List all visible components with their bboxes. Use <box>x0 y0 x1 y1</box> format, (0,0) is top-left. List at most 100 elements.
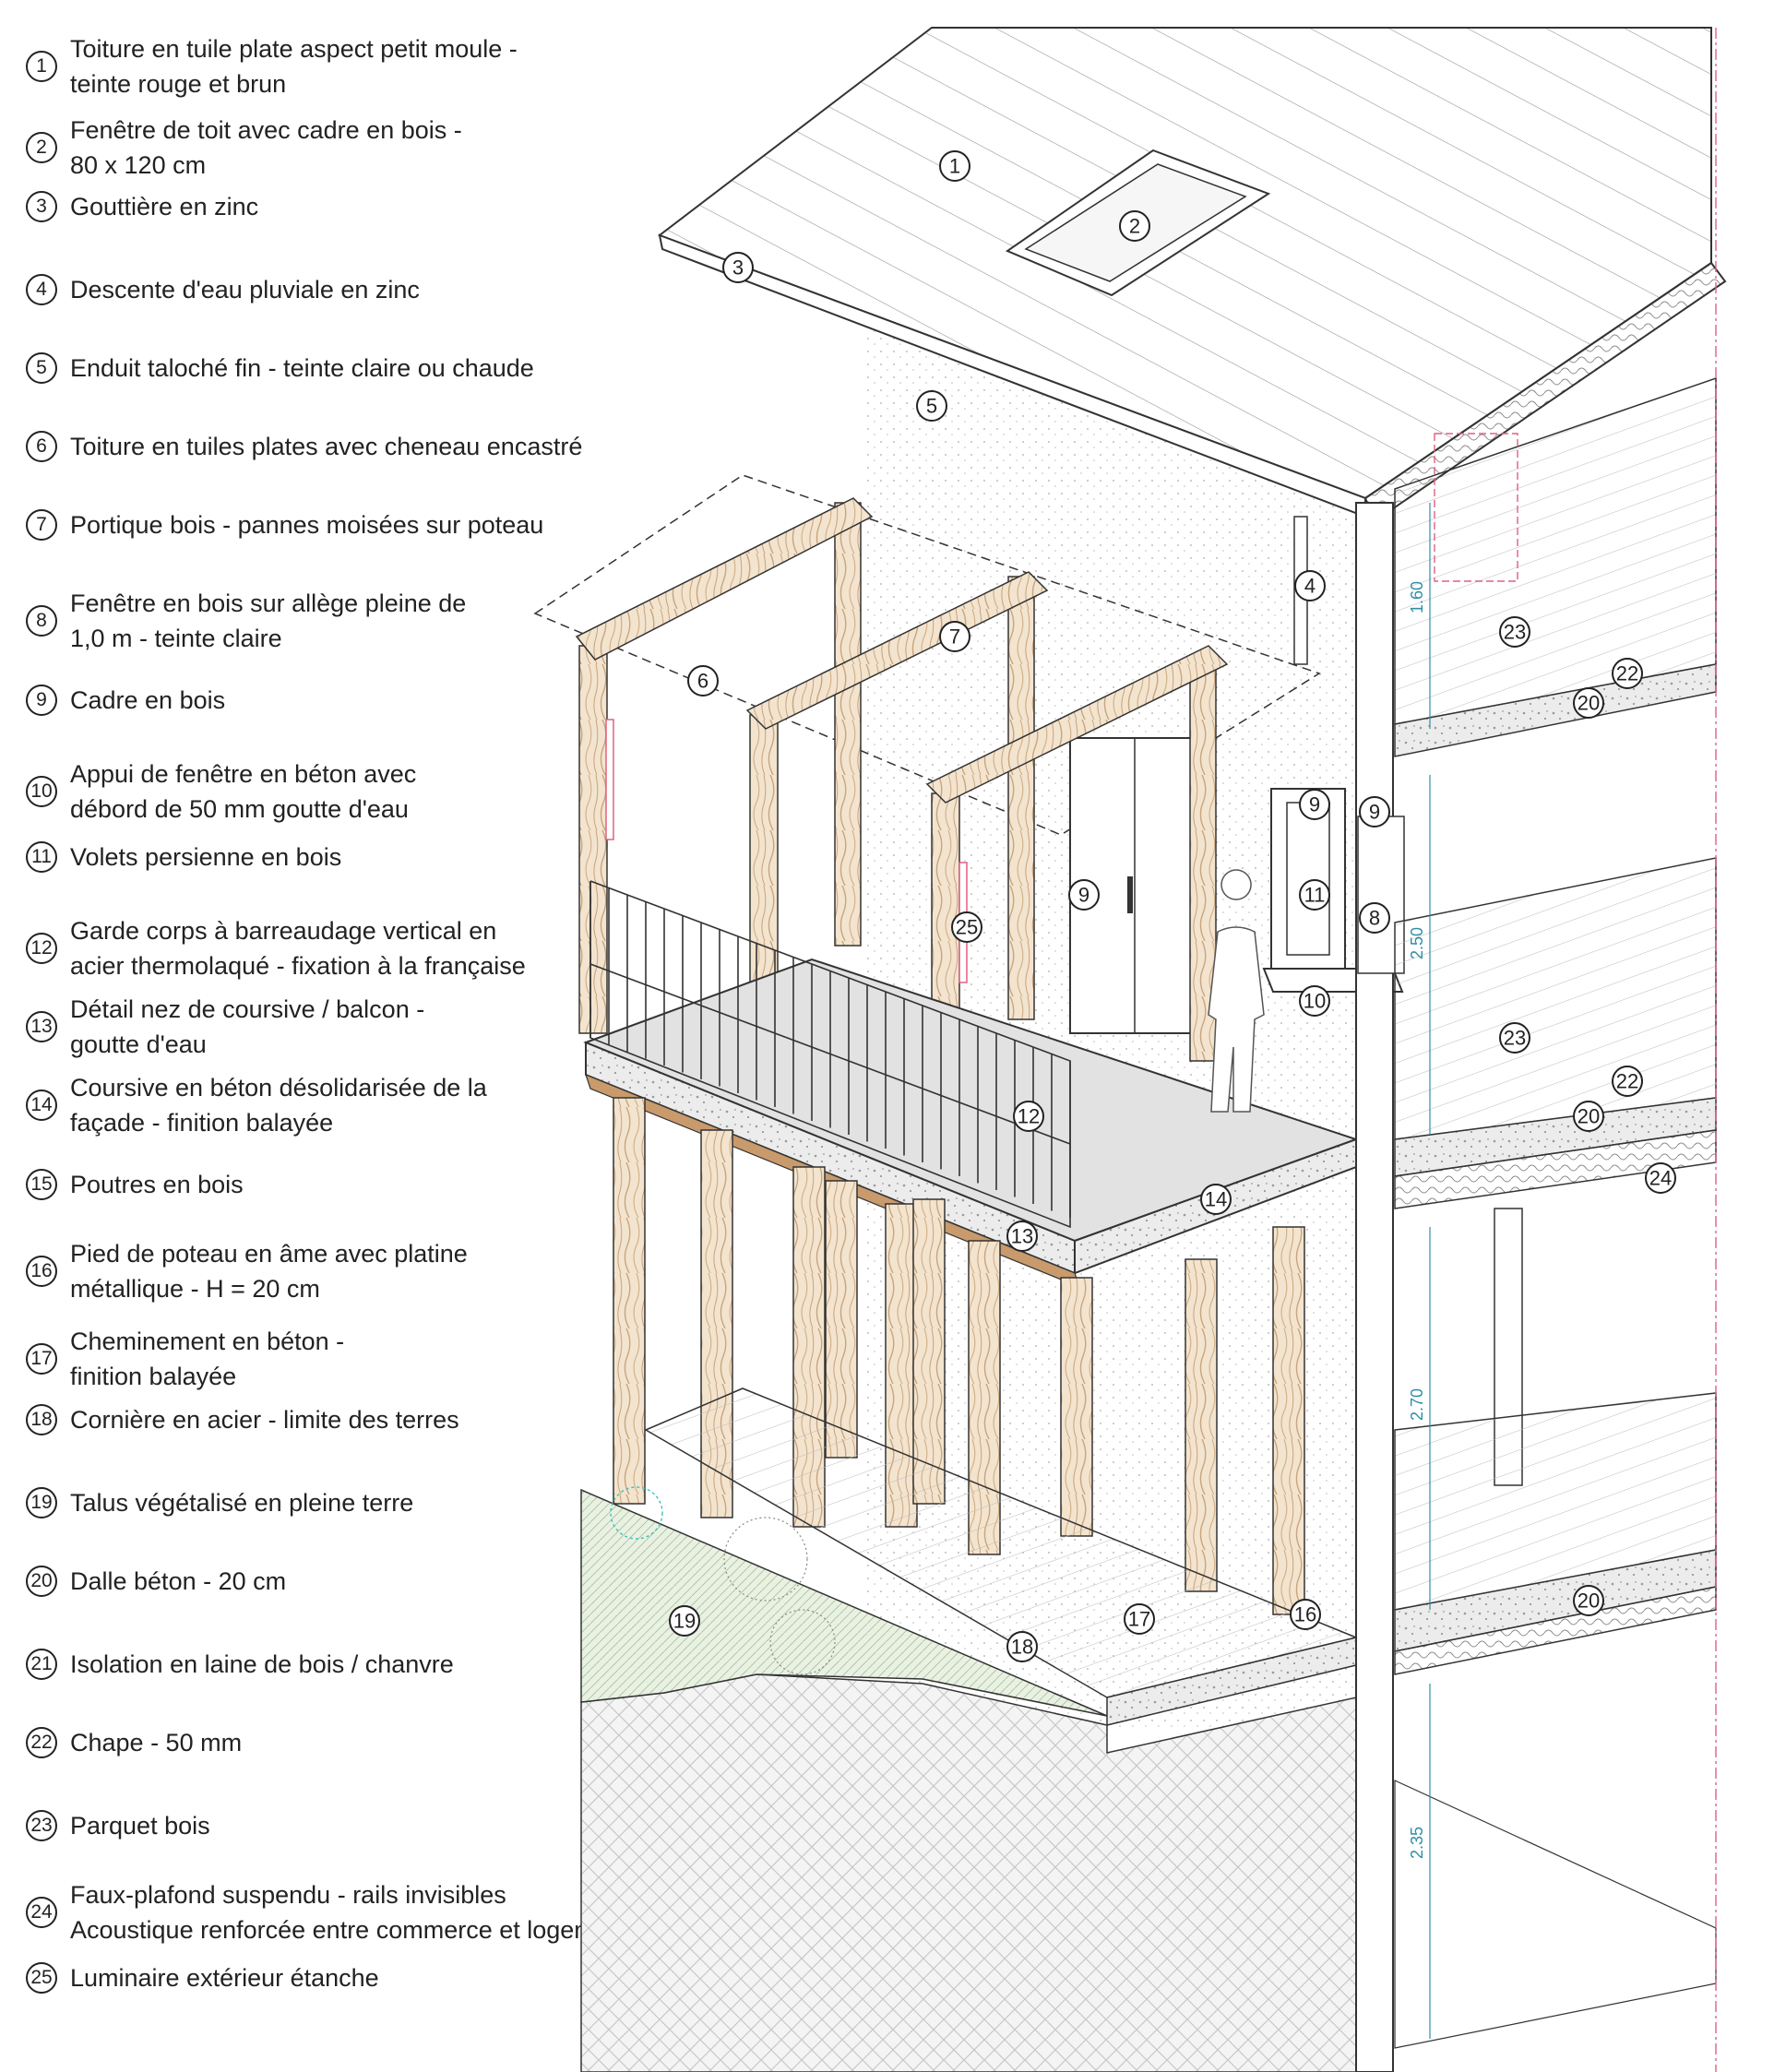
callout-23: 23 <box>1499 1022 1530 1054</box>
railing <box>589 880 1071 1229</box>
legend-number: 9 <box>26 685 57 716</box>
callout-5: 5 <box>916 390 947 422</box>
legend-text: Chape - 50 mm <box>70 1729 243 1756</box>
svg-text:2.70: 2.70 <box>1408 1388 1426 1421</box>
legend-item-14: 14 Coursive en béton désolidarisée de la … <box>26 1070 487 1140</box>
svg-text:2: 2 <box>1129 215 1140 238</box>
legend-text: Toiture en tuile plate aspect petit moul… <box>70 35 518 98</box>
legend-item-13: 13 Détail nez de coursive / balcon - gout… <box>26 992 424 1062</box>
legend-text: Appui de fenêtre en béton avec débord de… <box>70 760 417 823</box>
legend-text: Luminaire extérieur étanche <box>70 1964 379 1992</box>
pergola-roof-outline <box>533 474 1321 836</box>
ground-section <box>580 1673 1357 2072</box>
legend-number: 13 <box>26 1011 57 1042</box>
svg-text:8: 8 <box>1369 907 1380 930</box>
callout-1: 1 <box>939 150 970 182</box>
legend-text: Faux-plafond suspendu - rails invisibles… <box>70 1881 630 1944</box>
legend-number: 2 <box>26 132 57 163</box>
legend-number: 16 <box>26 1256 57 1287</box>
svg-text:20: 20 <box>1578 1105 1600 1128</box>
legend-item-25: 25 Luminaire extérieur étanche <box>26 1960 379 1995</box>
svg-text:25: 25 <box>956 916 978 939</box>
callout-20: 20 <box>1573 687 1604 719</box>
side-window <box>1262 788 1404 993</box>
svg-text:24: 24 <box>1649 1167 1672 1190</box>
callout-20: 20 <box>1573 1101 1604 1132</box>
legend-number: 6 <box>26 431 57 462</box>
legend-text: Enduit taloché fin - teinte claire ou ch… <box>70 354 534 382</box>
dimension-lines: 1.60 2.50 2.70 2.35 <box>1408 503 1431 2039</box>
legend-number: 14 <box>26 1090 57 1121</box>
dimension-2-35: 2.35 <box>1408 1684 1431 2039</box>
svg-text:2.35: 2.35 <box>1408 1827 1426 1859</box>
callout-16: 16 <box>1290 1599 1321 1630</box>
svg-text:7: 7 <box>949 625 960 649</box>
callout-12: 12 <box>1013 1101 1044 1132</box>
svg-text:9: 9 <box>1309 793 1320 816</box>
wood-post <box>1272 1226 1305 1615</box>
legend-number: 10 <box>26 776 57 807</box>
svg-text:20: 20 <box>1578 1590 1600 1613</box>
legend-text: Cheminement en béton - finition balayée <box>70 1328 345 1390</box>
legend-number: 25 <box>26 1962 57 1994</box>
legend-text: Portique bois - pannes moisées sur potea… <box>70 511 544 539</box>
legend-item-6: 6 Toiture en tuiles plates avec cheneau e… <box>26 429 582 464</box>
legend-text: Fenêtre en bois sur allège pleine de 1,0… <box>70 589 467 652</box>
callout-13: 13 <box>1006 1221 1038 1252</box>
svg-text:22: 22 <box>1616 1070 1638 1093</box>
callout-9: 9 <box>1299 789 1330 820</box>
callout-11: 11 <box>1299 879 1330 911</box>
legend-number: 23 <box>26 1810 57 1841</box>
callout-9: 9 <box>1359 796 1390 828</box>
legend-number: 8 <box>26 605 57 637</box>
callout-25: 25 <box>951 911 982 943</box>
callout-4: 4 <box>1294 570 1326 601</box>
callout-18: 18 <box>1006 1631 1038 1662</box>
legend-number: 7 <box>26 509 57 541</box>
legend-text: Poutres en bois <box>70 1171 244 1198</box>
legend-number: 11 <box>26 841 57 873</box>
callout-22: 22 <box>1612 658 1643 689</box>
svg-text:16: 16 <box>1294 1603 1316 1626</box>
callout-19: 19 <box>669 1605 700 1637</box>
svg-text:14: 14 <box>1205 1188 1227 1211</box>
callout-20: 20 <box>1573 1585 1604 1616</box>
svg-text:10: 10 <box>1304 990 1326 1013</box>
legend-text: Talus végétalisé en pleine terre <box>70 1489 414 1517</box>
legend-number: 22 <box>26 1727 57 1758</box>
svg-text:6: 6 <box>697 670 708 693</box>
legend-text: Parquet bois <box>70 1812 210 1840</box>
svg-text:23: 23 <box>1504 621 1526 644</box>
legend-text: Garde corps à barreaudage vertical en ac… <box>70 917 526 980</box>
svg-text:23: 23 <box>1504 1027 1526 1050</box>
legend-item-10: 10 Appui de fenêtre en béton avec débord … <box>26 756 416 827</box>
legend-number: 24 <box>26 1897 57 1928</box>
callout-7: 7 <box>939 621 970 652</box>
legend-text: Détail nez de coursive / balcon - goutte… <box>70 995 425 1058</box>
legend-text: Coursive en béton désolidarisée de la fa… <box>70 1074 487 1137</box>
wood-post <box>825 1180 858 1459</box>
callout-23: 23 <box>1499 616 1530 648</box>
legend-number: 20 <box>26 1566 57 1597</box>
legend-text: Toiture en tuiles plates avec cheneau en… <box>70 433 583 460</box>
vegetated-slope <box>580 1486 1108 1717</box>
svg-text:1.60: 1.60 <box>1408 581 1426 613</box>
legend-number: 21 <box>26 1649 57 1680</box>
svg-text:5: 5 <box>926 395 937 418</box>
legend-item-7: 7 Portique bois - pannes moisées sur pote… <box>26 507 543 542</box>
svg-text:9: 9 <box>1078 884 1089 907</box>
legend-item-8: 8 Fenêtre en bois sur allège pleine de 1,… <box>26 586 466 656</box>
legend-number: 5 <box>26 352 57 384</box>
callout-10: 10 <box>1299 985 1330 1017</box>
